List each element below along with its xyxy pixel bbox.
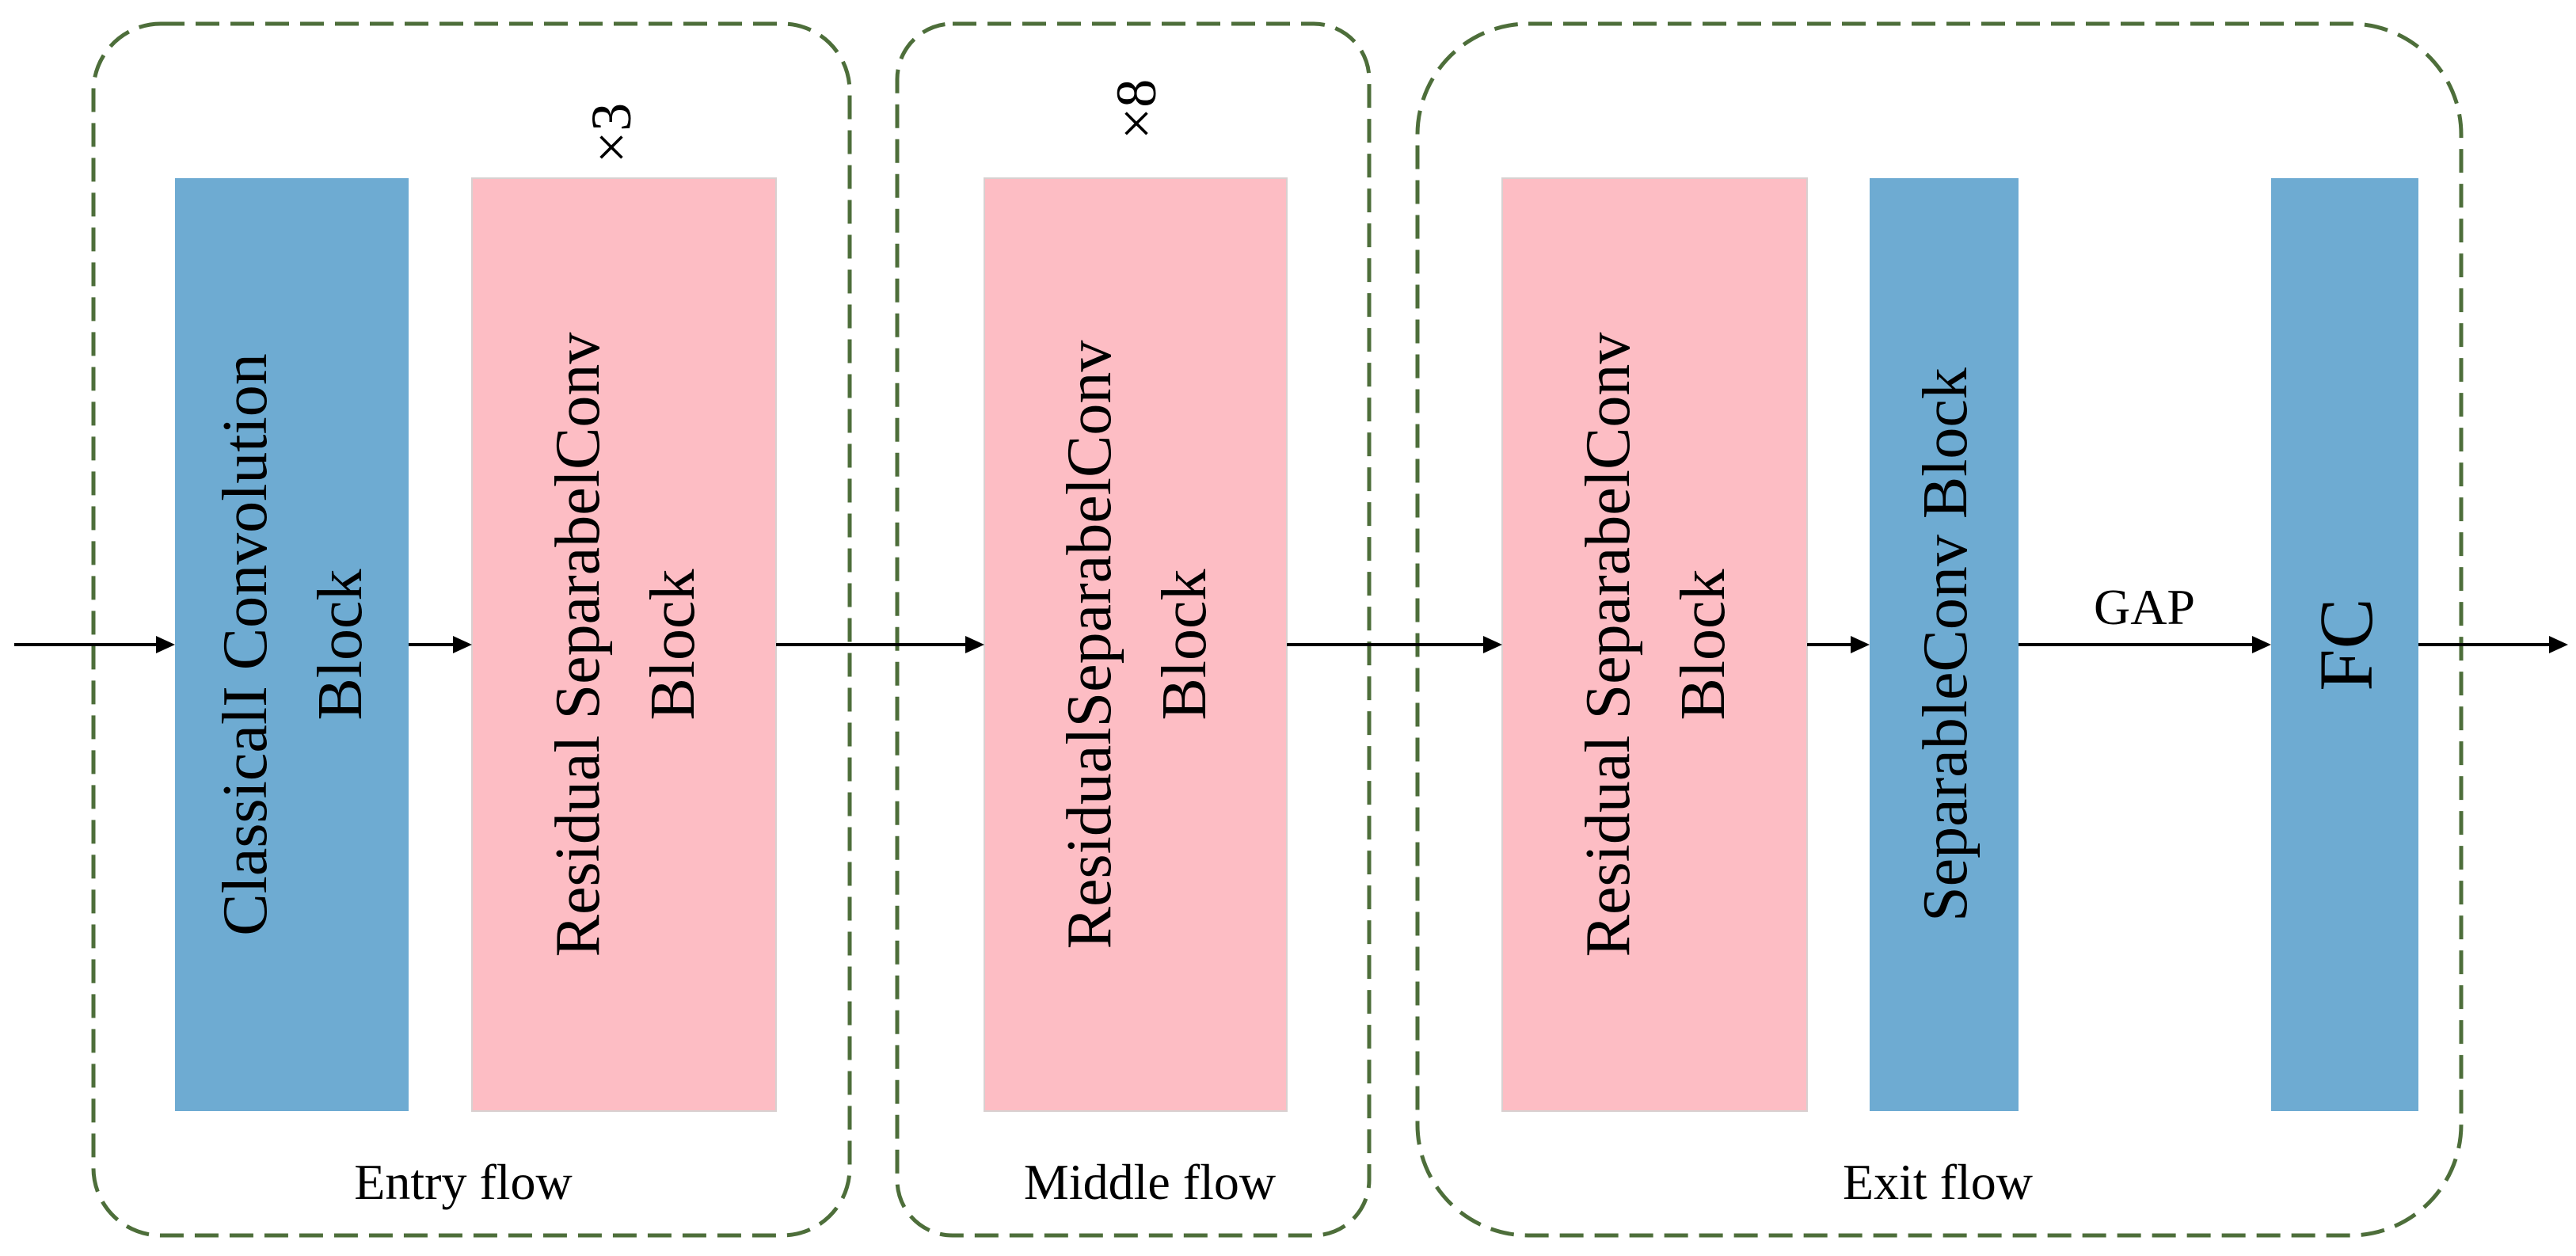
arrow-middle-to-exit xyxy=(1287,636,1502,653)
separable-conv-block xyxy=(1870,178,2019,1111)
entry-residual-label-line2: Block xyxy=(638,569,708,720)
entry-residual-separable-conv-block xyxy=(471,177,777,1112)
middle-repeat-marker: ×8 xyxy=(1105,79,1168,140)
separable-conv-label: SeparableConv Block xyxy=(1911,367,1981,922)
arrow-separable-to-fc-gap xyxy=(2019,636,2271,653)
middle-residual-label-line1: ResidualSeparabelConv xyxy=(1055,341,1124,950)
middle-residual-separable-conv-block xyxy=(984,177,1288,1112)
middle-flow-label: Middle flow xyxy=(1024,1154,1276,1210)
arrow-output xyxy=(2418,636,2568,653)
entry-flow-label: Entry flow xyxy=(354,1154,573,1210)
middle-flow-region xyxy=(895,21,1372,1238)
exit-flow-label: Exit flow xyxy=(1843,1154,2033,1210)
entry-residual-label-line1: Residual SeparabelConv xyxy=(543,333,613,957)
exit-residual-label-line2: Block xyxy=(1669,569,1738,720)
classical-convolution-block xyxy=(175,178,409,1111)
exit-residual-label-line1: Residual SeparabelConv xyxy=(1573,333,1643,957)
fc-block xyxy=(2271,178,2418,1111)
fc-label: FC xyxy=(2304,598,2388,691)
arrow-entry-to-middle xyxy=(776,636,984,653)
entry-flow-region xyxy=(91,21,852,1238)
arrow-classical-to-residual xyxy=(409,636,472,653)
middle-residual-label-line2: Block xyxy=(1150,569,1220,720)
exit-residual-separable-conv-block xyxy=(1501,177,1808,1112)
entry-repeat-marker: ×3 xyxy=(580,103,643,164)
classical-conv-label-line1: ClassicalI Convolution xyxy=(211,353,280,936)
classical-conv-label-line2: Block xyxy=(306,569,375,720)
arrow-residual-to-separable xyxy=(1807,636,1870,653)
arrow-input xyxy=(14,636,175,653)
gap-edge-label: GAP xyxy=(2094,579,2195,635)
